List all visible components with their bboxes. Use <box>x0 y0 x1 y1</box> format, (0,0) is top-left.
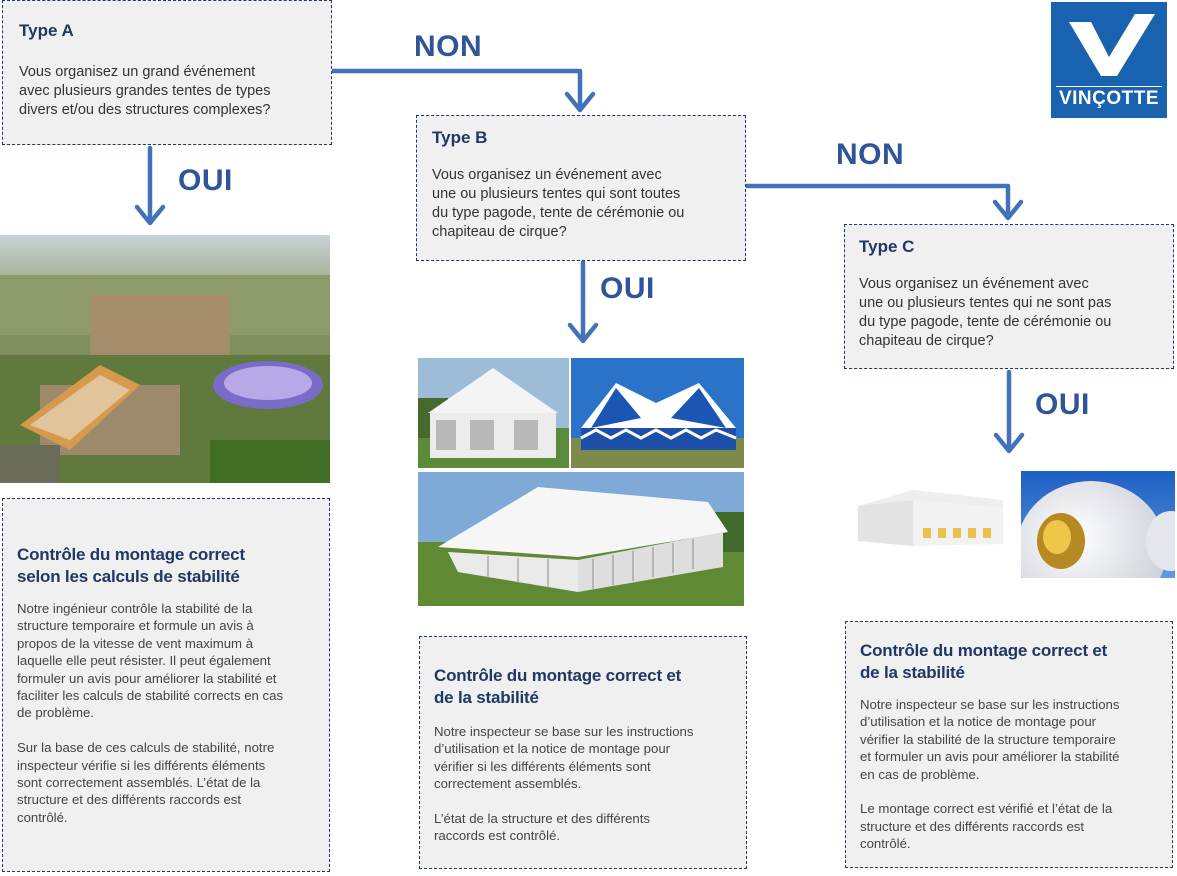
circus-tent-photo <box>571 358 744 468</box>
control-c-box: Contrôle du montage correct et de la sta… <box>845 621 1173 868</box>
arrow-non-b-to-c <box>746 186 1008 216</box>
oui-label-b: OUI <box>600 272 655 306</box>
pagoda-tent-photo <box>418 358 569 468</box>
type-c-title: Type C <box>859 237 1159 257</box>
vincotte-logo: VINÇOTTE <box>1051 2 1167 118</box>
inflatable-dome-photo <box>1021 471 1175 578</box>
festival-aerial-photo <box>0 235 330 483</box>
type-c-box: Type C Vous organisez un événement avec … <box>844 224 1174 369</box>
non-label-a-to-b: NON <box>414 30 482 64</box>
control-b-title: Contrôle du montage correct et de la sta… <box>434 665 732 709</box>
control-a-box: Contrôle du montage correct selon les ca… <box>2 498 330 872</box>
type-b-title: Type B <box>432 128 730 148</box>
control-a-text: Notre ingénieur contrôle la stabilité de… <box>17 600 315 826</box>
type-b-box: Type B Vous organisez un événement avec … <box>416 115 746 261</box>
oui-label-a: OUI <box>178 164 233 198</box>
v-check-icon <box>1051 2 1167 88</box>
type-a-question: Vous organisez un grand événement avec p… <box>19 63 315 120</box>
type-b-question: Vous organisez un événement avec une ou … <box>432 166 730 242</box>
control-b-box: Contrôle du montage correct et de la sta… <box>419 636 747 869</box>
type-c-question: Vous organisez un événement avec une ou … <box>859 275 1159 351</box>
arrow-non-a-to-b <box>332 71 580 108</box>
ceremony-tent-photo <box>418 472 744 606</box>
logo-wordmark: VINÇOTTE <box>1051 88 1167 110</box>
control-c-text: Notre inspecteur se base sur les instruc… <box>860 696 1158 853</box>
control-c-title: Contrôle du montage correct et de la sta… <box>860 640 1158 684</box>
non-label-b-to-c: NON <box>836 138 904 172</box>
marquee-tent-photo <box>853 486 1011 554</box>
oui-label-c: OUI <box>1035 388 1090 422</box>
type-a-title: Type A <box>19 21 315 41</box>
type-a-box: Type A Vous organisez un grand événement… <box>2 0 332 145</box>
control-a-title: Contrôle du montage correct selon les ca… <box>17 544 315 588</box>
control-b-text: Notre inspecteur se base sur les instruc… <box>434 723 732 845</box>
